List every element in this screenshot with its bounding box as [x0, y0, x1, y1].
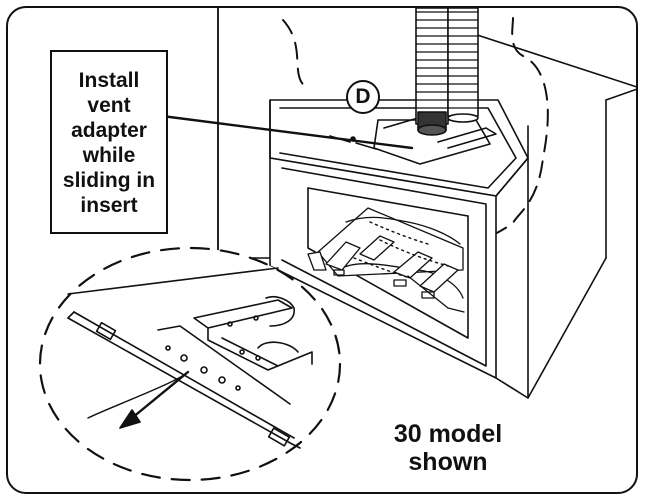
callout-line-4: while [82, 144, 136, 167]
model-note: 30 model shown [368, 420, 528, 476]
fireplace-insert-illustration [38, 8, 636, 482]
model-note-line-1: 30 model [393, 420, 503, 448]
callout-line-6: insert [80, 194, 138, 217]
callout-line-2: vent [87, 94, 131, 117]
diagram-frame: D Install vent adapter while sliding in … [6, 6, 638, 494]
model-note-line-2: shown [408, 448, 488, 476]
callout-line-1: Install [78, 69, 140, 92]
part-label-d-text: D [355, 85, 371, 108]
fire-logs [307, 207, 465, 313]
install-instruction-callout: Install vent adapter while sliding in in… [50, 50, 168, 234]
flex-vent-pipes [415, 8, 479, 136]
part-label-d: D [346, 80, 380, 114]
arrow-left-down-icon [87, 370, 190, 429]
callout-line-3: adapter [71, 119, 147, 142]
callout-line-5: sliding in [62, 169, 156, 192]
leader-line [160, 114, 414, 150]
